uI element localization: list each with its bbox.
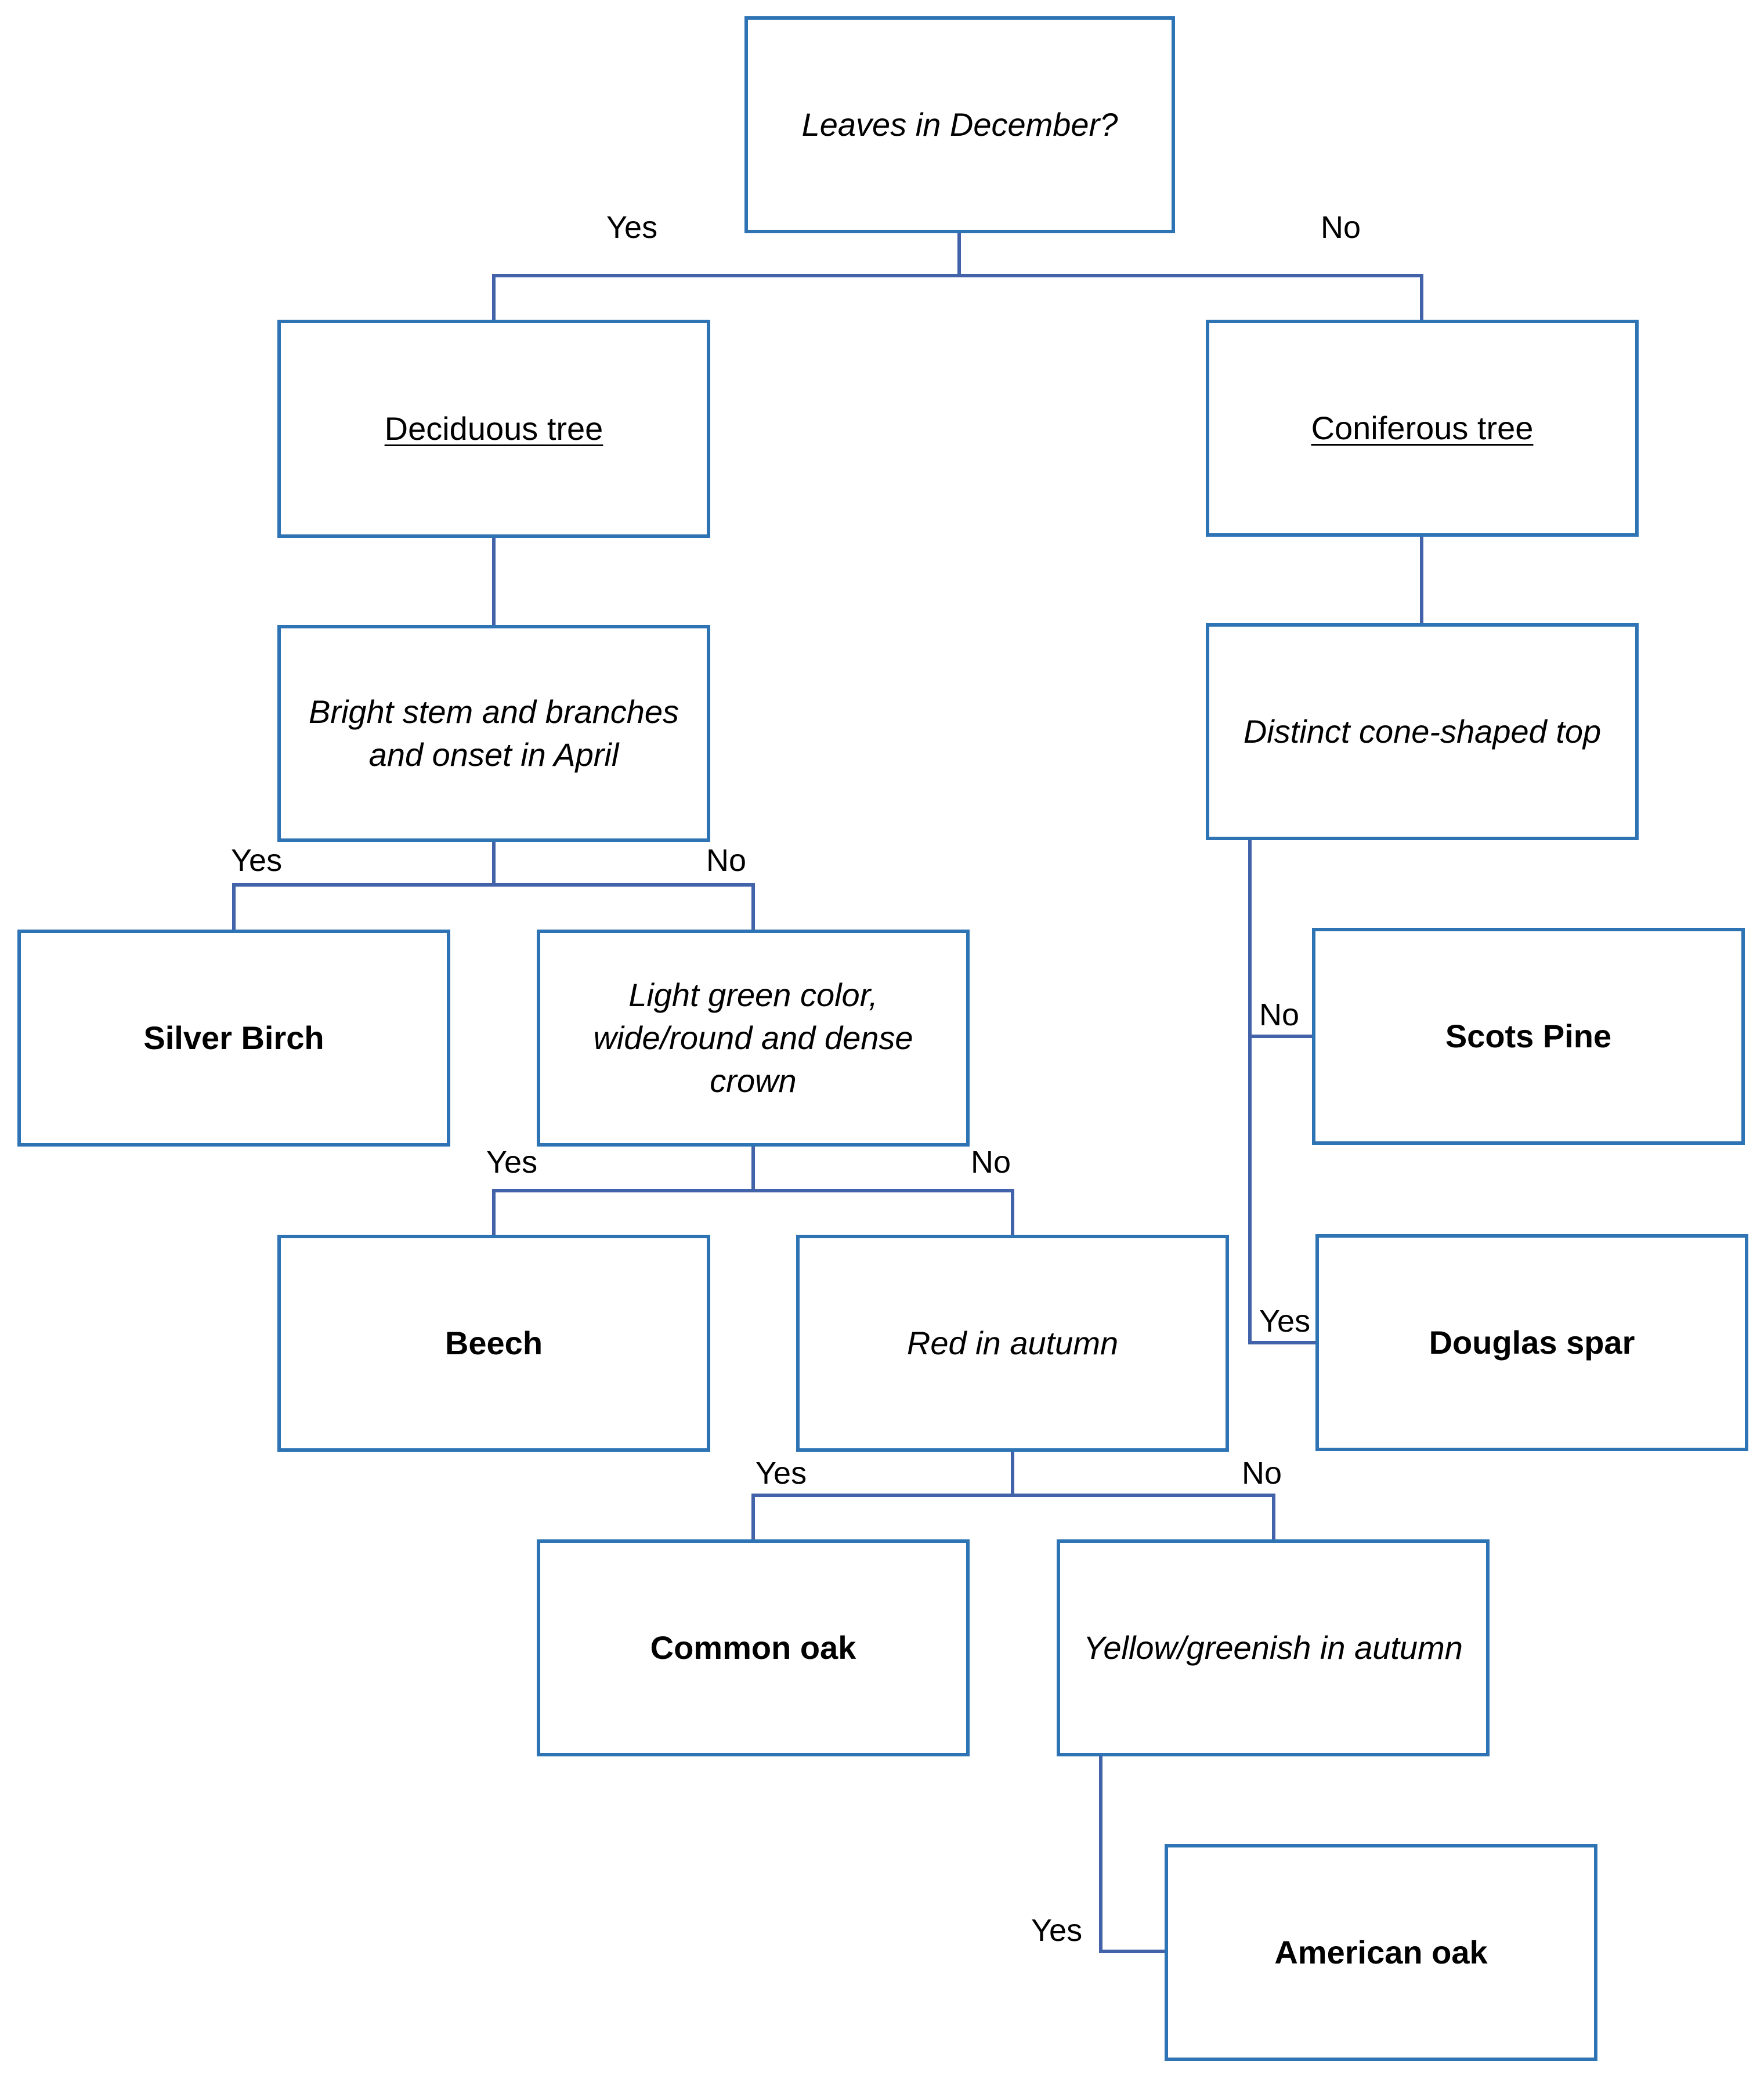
connector-light-to-beech [492,1145,755,1236]
connector-red-to-yellow [1013,1494,1275,1541]
node-coniferous-tree: Coniferous tree [1206,320,1639,537]
node-bright-stem: Bright stem and branches and onset in Ap… [277,625,710,842]
connector-red-to-common-oak [751,1450,1014,1541]
label-yes-cone: Yes [1259,1304,1311,1339]
connector-leaves-to-types [492,232,961,321]
node-american-oak: American oak [1165,1844,1597,2061]
node-scots-pine: Scots Pine [1312,928,1745,1145]
label-yes-leaves: Yes [606,210,658,245]
connector-leaves-to-coniferous [959,274,1423,321]
node-leaves-in-december: Leaves in December? [744,16,1175,233]
node-douglas-spar: Douglas spar [1315,1234,1748,1451]
node-yellow-greenish: Yellow/greenish in autumn [1057,1539,1490,1756]
label-yes-red: Yes [756,1456,807,1491]
label-no-cone: No [1259,997,1300,1032]
connector-bright-to-light [494,883,755,931]
node-common-oak: Common oak [537,1539,970,1756]
node-deciduous-tree: Deciduous tree [277,320,710,538]
label-no-bright: No [706,843,747,878]
node-red-in-autumn: Red in autumn [796,1235,1229,1452]
node-beech: Beech [277,1235,710,1452]
node-cone-shaped-top: Distinct cone-shaped top [1206,623,1639,840]
label-yes-bright: Yes [231,843,283,878]
connector-bright-to-birch [232,840,496,931]
connector-cone-to-douglas [1248,1036,1317,1344]
label-yes-light: Yes [486,1145,538,1180]
node-silver-birch: Silver Birch [17,930,450,1147]
label-no-light: No [971,1145,1011,1180]
connector-light-to-red [753,1189,1014,1236]
connector-yellow-to-american-oak [1099,1755,1166,1953]
node-light-green-crown: Light green color, wide/round and dense … [537,930,970,1147]
label-no-leaves: No [1321,210,1361,245]
label-yes-yellow: Yes [1031,1913,1083,1948]
label-no-red: No [1242,1456,1282,1491]
